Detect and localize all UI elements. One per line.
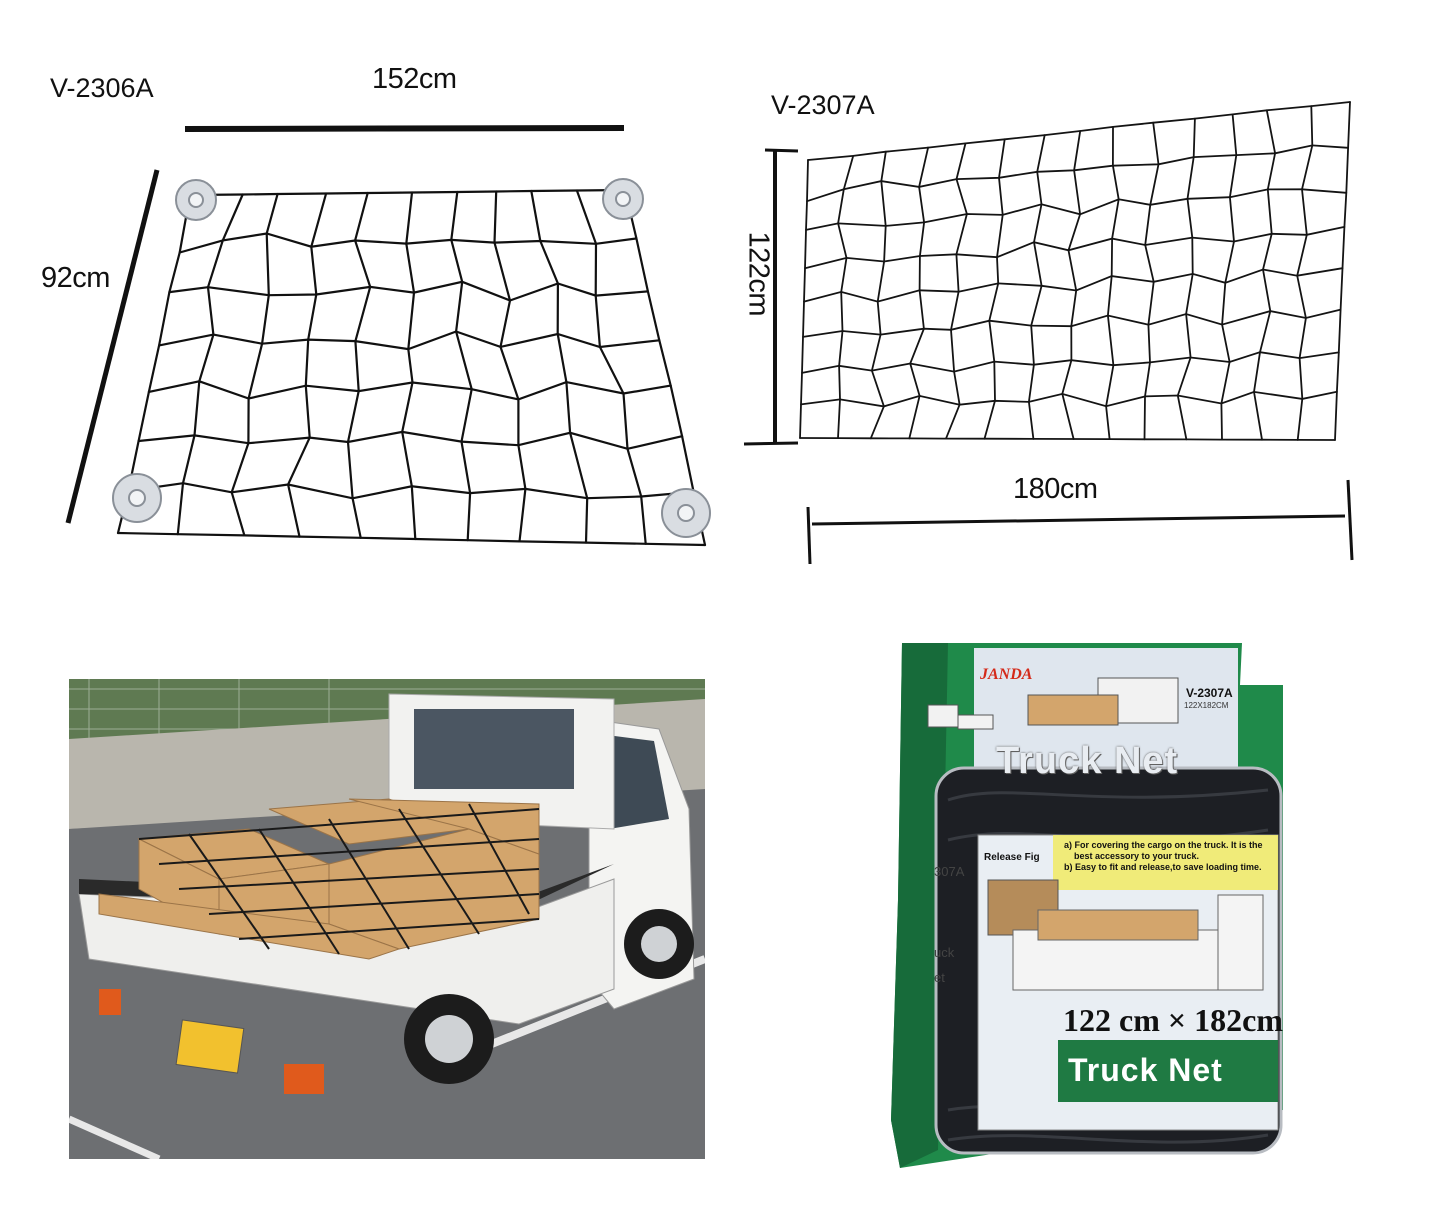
feature-line: a) For covering the cargo on the truck. … <box>1064 840 1263 850</box>
package-size-small: 122X182CM <box>1184 701 1229 710</box>
brand-logo: JANDA <box>980 666 1033 683</box>
net-large-strand <box>1334 101 1351 441</box>
width-label-small: 152cm <box>372 63 457 95</box>
width-bar-cap-right <box>1346 479 1354 561</box>
package-dimensions: 122 cm × 182cm <box>1063 1002 1283 1038</box>
truck-icon <box>1012 894 1264 991</box>
net-large-strand <box>983 138 1006 440</box>
package-side-title-2: et <box>934 970 945 985</box>
model-label-large: V-2307A <box>771 90 875 120</box>
net-small-strand <box>116 531 707 547</box>
net-large-strand <box>1220 113 1238 441</box>
net-small-strand <box>346 191 372 539</box>
net-large-strand <box>1027 134 1046 440</box>
net-small-strand <box>168 280 649 302</box>
width-dimension-bar-small <box>184 125 625 132</box>
net-large-strand <box>945 142 968 440</box>
net-large-strand <box>799 159 809 439</box>
net-small-strand <box>530 189 589 544</box>
net-large-strand <box>1296 105 1314 441</box>
truck-with-netted-cargo-icon <box>69 679 705 1159</box>
net-large-strand <box>807 101 1351 161</box>
net-large-figure <box>743 101 1354 565</box>
net-large-strand <box>1105 126 1120 440</box>
net-small-strand <box>230 192 279 537</box>
truck-icon <box>927 677 1179 730</box>
suction-cup-icon <box>112 178 711 538</box>
package-title-top: Truck Net <box>996 740 1179 782</box>
package-title-bottom: Truck Net <box>1068 1052 1223 1088</box>
net-large-strand <box>799 437 1336 441</box>
product-package: JANDA V-2307A 122X182CM Truck Net Releas… <box>888 640 1288 1170</box>
width-label-large: 180cm <box>1013 473 1098 505</box>
net-small-figure <box>65 125 711 547</box>
net-small-strand <box>493 190 527 543</box>
width-bar-cap-left <box>806 506 812 565</box>
truck-photo <box>69 679 705 1159</box>
net-small-strand <box>176 193 244 536</box>
net-large-strand <box>869 150 887 440</box>
net-large-strand <box>908 146 929 440</box>
feature-line: best accessory to your truck. <box>1074 851 1200 861</box>
height-label-small: 92cm <box>41 262 110 294</box>
net-large-strand <box>1061 130 1082 440</box>
net-small-strand <box>401 191 417 541</box>
net-large-strand <box>1143 121 1160 441</box>
package-side-title: uck <box>934 945 955 960</box>
height-bar-cap-top <box>764 148 799 153</box>
net-large-strand <box>1253 109 1277 441</box>
package-side-model: 307A <box>934 864 965 879</box>
feature-list: a) For covering the cargo on the truck. … <box>1064 840 1279 873</box>
net-small-strand <box>137 430 684 450</box>
net-small-strand <box>286 192 328 538</box>
net-small-strand <box>575 189 647 545</box>
height-dimension-bar-small <box>65 169 160 524</box>
net-large-strand <box>1176 117 1196 441</box>
feature-line: b) Easy to fit and release,to save loadi… <box>1064 862 1262 872</box>
width-dimension-bar-large <box>811 514 1346 526</box>
model-label-small: V-2306A <box>50 73 154 103</box>
net-small-strand <box>188 188 627 197</box>
net-small-strand <box>450 190 473 542</box>
net-small-strand <box>623 188 707 547</box>
release-fig-label: Release Fig <box>984 852 1040 863</box>
net-large-strand <box>837 155 855 439</box>
package-model: V-2307A <box>1186 686 1233 700</box>
height-bar-cap-bottom <box>743 441 799 446</box>
